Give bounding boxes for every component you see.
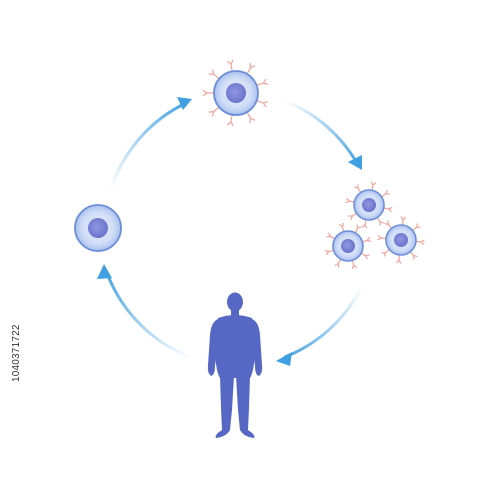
receptor-fork: [350, 215, 353, 220]
receptor-fork: [334, 263, 339, 266]
receptor-fork: [377, 234, 382, 239]
stock-image-id: 1040371722: [11, 324, 22, 382]
receptor-fork: [324, 249, 329, 253]
receptor-fork: [351, 265, 355, 270]
expanded-cell-upper: [345, 181, 393, 229]
receptor-fork: [420, 239, 425, 243]
receptor-spike: [256, 82, 264, 87]
receptor-spike: [387, 224, 392, 229]
receptor-spike: [354, 228, 359, 234]
receptor-spike: [230, 64, 233, 72]
receptor-fork: [370, 181, 374, 186]
receptor-fork: [263, 101, 269, 104]
receptor-fork: [372, 182, 377, 186]
receptor-spike: [371, 185, 374, 191]
receptor-spike: [360, 252, 366, 257]
receptor-fork: [402, 216, 407, 221]
receptor-spike: [385, 249, 390, 254]
receptor-spike: [351, 260, 355, 266]
receptor-fork: [395, 259, 400, 264]
receptor-fork: [346, 197, 350, 202]
receptor-fork: [211, 111, 215, 117]
receptor-spike: [381, 193, 387, 198]
receptor-fork: [262, 78, 267, 84]
receptor-fork: [367, 239, 372, 243]
receptor-fork: [338, 223, 343, 228]
receptor-fork: [345, 200, 350, 204]
receptor-spike: [349, 200, 355, 203]
receptor-fork: [420, 241, 425, 246]
arrow-bottom-to-left: [97, 264, 195, 360]
receptor-spike: [383, 207, 389, 210]
resting-cell-icon: [74, 204, 122, 252]
receptor-spike: [341, 226, 345, 232]
receptor-fork: [388, 208, 392, 213]
receptor-fork: [379, 221, 384, 224]
receptor-fork: [384, 222, 389, 226]
receptor-fork: [400, 216, 404, 221]
receptor-fork: [227, 121, 232, 126]
receptor-fork: [262, 102, 267, 108]
receptor-fork: [211, 69, 215, 75]
receptor-fork: [250, 117, 256, 121]
arrow-top-to-right: [283, 99, 362, 170]
receptor-spike: [412, 226, 417, 231]
receptor-spikes: [202, 59, 269, 127]
receptor-spike: [328, 249, 334, 253]
receptor-fork: [366, 236, 371, 241]
receptor-fork: [365, 255, 368, 260]
receptor-fork: [230, 59, 234, 65]
receptor-fork: [328, 232, 331, 237]
receptor-spike: [246, 111, 251, 119]
cycle-arrows: [97, 97, 364, 366]
receptor-spike: [330, 235, 336, 240]
receptor-fork: [415, 223, 419, 228]
receptor-spike: [256, 99, 264, 104]
receptor-fork: [354, 186, 359, 189]
expanded-cell-lower-right: [377, 216, 425, 264]
receptor-spike: [213, 73, 220, 80]
receptor-fork: [357, 226, 362, 229]
arrow-right-to-bottom: [276, 284, 364, 366]
receptor-spike: [410, 251, 415, 256]
receptor-fork: [230, 121, 234, 127]
receptor-spike: [351, 212, 357, 217]
receptor-spike: [364, 219, 367, 225]
expanded-cells-icon: [324, 181, 425, 270]
receptor-fork: [377, 237, 382, 241]
receptor-spike: [357, 187, 362, 193]
receptor-fork: [388, 206, 393, 210]
activated-cell-icon: [202, 59, 269, 127]
receptor-spike: [213, 106, 220, 113]
receptor-fork: [364, 224, 368, 229]
receptor-spike: [230, 114, 233, 122]
receptor-fork: [263, 82, 269, 85]
receptor-fork: [250, 65, 256, 69]
receptor-fork: [353, 264, 358, 269]
receptor-spike: [337, 258, 342, 264]
human-silhouette-icon: [207, 292, 263, 438]
receptor-fork: [361, 224, 366, 228]
receptor-fork: [202, 92, 208, 97]
arrow-left-to-top: [108, 97, 192, 194]
receptor-fork: [398, 259, 402, 264]
receptor-spike: [376, 217, 381, 223]
receptor-fork: [341, 222, 345, 227]
receptor-fork: [325, 251, 330, 256]
receptor-spike: [246, 67, 252, 75]
receptor-fork: [385, 190, 388, 195]
receptor-fork: [227, 60, 232, 65]
expanded-cell-lower-left: [324, 222, 372, 270]
receptor-spike: [362, 239, 368, 243]
receptor-fork: [383, 252, 387, 257]
receptor-fork: [413, 254, 418, 258]
receptor-fork: [202, 89, 208, 94]
